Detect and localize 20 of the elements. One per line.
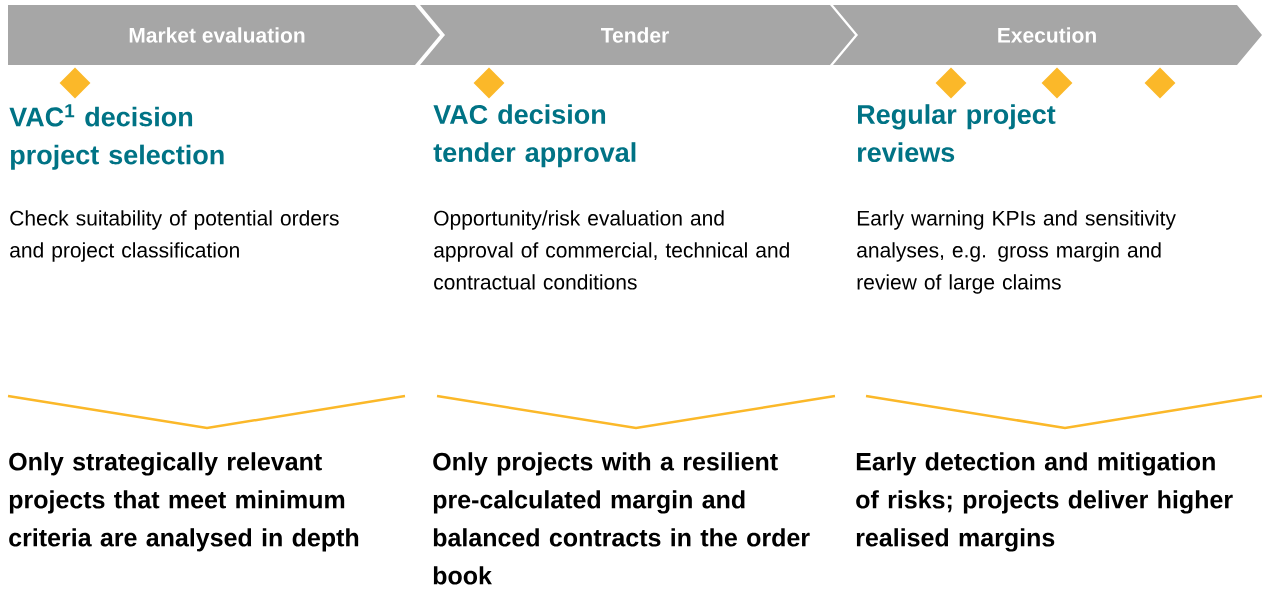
outcome-text: Only projects with a resilient pre-calculated margin and balanced contracts in the order book: [433, 452, 810, 585]
node-label: Tender: [601, 27, 669, 43]
stage-heading: VAC$^{1}$ decision project selection: [9, 104, 224, 170]
milestone-diamond: [473, 67, 505, 99]
node-label: Execution: [998, 27, 1096, 43]
outcome-text: Early detection and mitigation of risks; projects deliver higher realised margins: [856, 452, 1233, 552]
milestone-diamond: [1041, 67, 1073, 99]
stage-description: Opportunity/risk evaluation and approval of commercial, technical and contractual conditions: [434, 210, 789, 290]
stage-banner: Execution: [833, 5, 1262, 65]
stage-banner: Market evaluation: [8, 5, 440, 65]
stage-description: Early warning KPIs and sensitivity analyses, e.g. gross margin and review of large claims: [857, 210, 1176, 294]
stage-description: Check suitability of potential orders and project classification: [10, 210, 339, 262]
stage-heading: VAC decision tender approval: [433, 104, 636, 168]
milestone-diamond: [59, 67, 91, 99]
stage-banner: Tender: [420, 5, 855, 65]
outcome-text: Only strategically relevant projects that meet minimum criteria are analysed in depth: [9, 452, 359, 552]
milestone-diamond: [1144, 67, 1176, 99]
stage-heading: Regular project reviews: [858, 104, 1056, 163]
node-label: Market evaluation: [129, 27, 305, 43]
milestone-diamond: [935, 67, 967, 99]
